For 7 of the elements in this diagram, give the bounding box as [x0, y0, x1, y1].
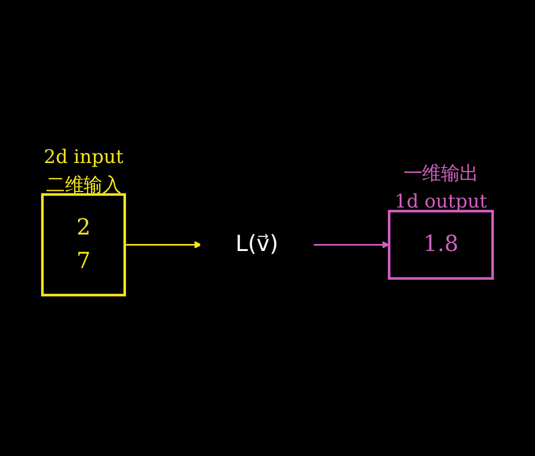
node-label: 2d input — [44, 147, 124, 168]
node-box: 2 7 — [41, 193, 126, 297]
node-box: 1.8 — [388, 210, 494, 280]
node-label: 一维输出 — [403, 164, 478, 185]
arrow — [124, 241, 202, 249]
node-text: L(v⃗) — [236, 232, 278, 258]
arrow — [312, 241, 390, 249]
